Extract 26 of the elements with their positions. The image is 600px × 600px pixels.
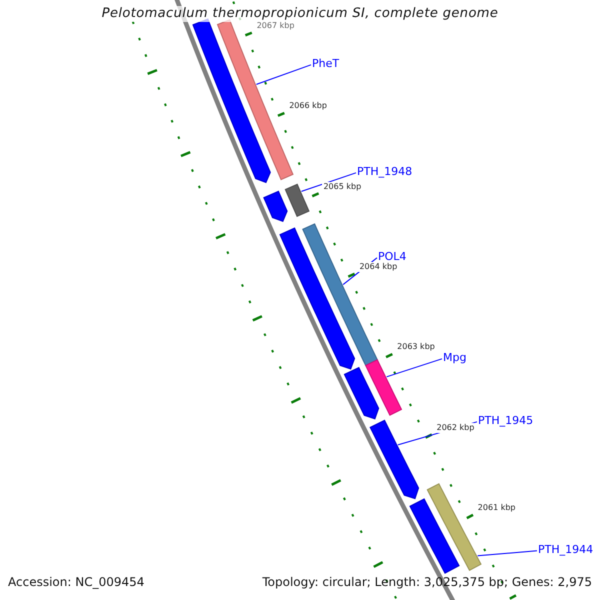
gene-segment (279, 227, 356, 370)
gene-segment (364, 359, 402, 416)
tick-label: 2064 kbp (358, 262, 398, 272)
gene-segment (284, 184, 310, 217)
gene-segment (263, 190, 288, 222)
leader-line (300, 172, 356, 192)
footer-text: Topology: circular; Length: 3,025,375 bp; Genes: 2,975 (262, 574, 592, 590)
gene-label: PTH_1945 (478, 414, 534, 427)
tick-label: 2062 kbp (436, 422, 476, 433)
tick-label: 2063 kbp (396, 342, 436, 352)
leader-line (386, 358, 442, 378)
gene-segment (302, 223, 378, 366)
gene-label: POL4 (378, 250, 406, 263)
gene-label: PTH_1944 (538, 543, 594, 556)
gene-label: PTH_1948 (357, 165, 412, 178)
gene-segment (409, 498, 460, 574)
tick-label: 2066 kbp (288, 101, 328, 112)
leader-line (477, 550, 538, 556)
tick-label: 2065 kbp (322, 182, 362, 192)
footer-text: Accession: NC_009454 (8, 574, 144, 590)
tick-label: 2061 kbp (476, 502, 516, 513)
leader-line (256, 64, 312, 85)
gene-segment (344, 366, 380, 420)
gene-label: PheT (312, 57, 340, 70)
gene-segment (370, 420, 420, 500)
gene-label: Mpg (443, 351, 466, 364)
